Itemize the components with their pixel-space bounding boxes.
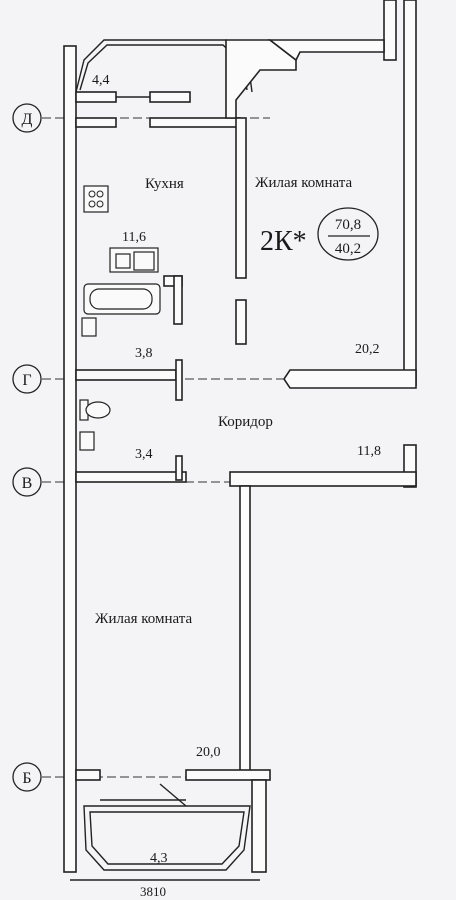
bay-wall-top xyxy=(267,39,385,62)
kitchen-top-wall-mid xyxy=(149,91,191,103)
living-room-2-right-wall xyxy=(239,485,251,777)
corridor-bottom-wall-left xyxy=(75,471,187,483)
right-exterior-wall-upper xyxy=(403,0,417,386)
bathroom-washbasin xyxy=(81,317,97,337)
kitchen-top-wall-inner-right xyxy=(149,117,241,128)
living-room-1-area: 20,2 xyxy=(355,342,380,357)
apartment-type-label: 2К* xyxy=(260,226,307,257)
kitchen-living-wall xyxy=(235,117,247,279)
left-exterior-wall xyxy=(63,45,77,873)
kitchen-area: 11,6 xyxy=(122,230,146,245)
kitchen-sink xyxy=(109,247,159,273)
stove xyxy=(83,185,109,213)
axis-label-d: Д xyxy=(22,111,33,128)
total-area: 70,8 xyxy=(335,217,361,233)
corridor-top-wall-right xyxy=(283,369,417,389)
toilet-washbasin xyxy=(79,431,95,451)
axis-marker-d: Д xyxy=(12,103,42,133)
bath-side-wall xyxy=(173,275,183,325)
toilet-bowl xyxy=(79,399,111,421)
kitchen-name: Кухня xyxy=(145,176,184,192)
living-room-2-name: Жилая комната xyxy=(95,611,193,627)
balcony-bottom-inner xyxy=(89,811,245,865)
living-room-2-area: 20,0 xyxy=(196,745,221,760)
kitchen-top-wall-inner xyxy=(75,117,117,128)
bottom-right-wall xyxy=(251,779,267,873)
axis-label-g: Г xyxy=(22,372,31,389)
corridor-bottom-wall-right xyxy=(229,471,417,487)
balcony-bottom-area: 4,3 xyxy=(150,851,168,866)
corridor-top-wall-left xyxy=(75,369,177,381)
toilet-partition xyxy=(175,455,183,481)
axis-label-b: Б xyxy=(22,770,31,787)
balcony-door-swing xyxy=(159,783,187,807)
axis-label-v: В xyxy=(22,475,33,492)
bathroom-area: 3,8 xyxy=(135,346,153,361)
living-room-1-name: Жилая комната xyxy=(255,175,353,191)
bottom-wall-left xyxy=(75,769,101,781)
bathtub xyxy=(83,283,161,315)
dimension-label: 3810 xyxy=(140,884,166,899)
balcony-bottom-outline xyxy=(83,805,251,871)
bottom-wall-right xyxy=(185,769,271,781)
axis-marker-v: В xyxy=(12,467,42,497)
toilet-area: 3,4 xyxy=(135,447,153,462)
corridor-partition-top xyxy=(175,359,183,401)
balcony-top-area: 4,4 xyxy=(92,73,110,88)
area-badge: 70,8 40,2 xyxy=(317,207,379,261)
kitchen-top-wall-left xyxy=(75,91,117,103)
kitchen-living-wall-lower xyxy=(235,299,247,345)
axis-marker-g: Г xyxy=(12,364,42,394)
corridor-area: 11,8 xyxy=(357,444,381,459)
right-neighbour-wall xyxy=(383,0,397,61)
living-area: 40,2 xyxy=(335,241,361,257)
corridor-name: Коридор xyxy=(218,414,273,430)
axis-marker-b: Б xyxy=(12,762,42,792)
